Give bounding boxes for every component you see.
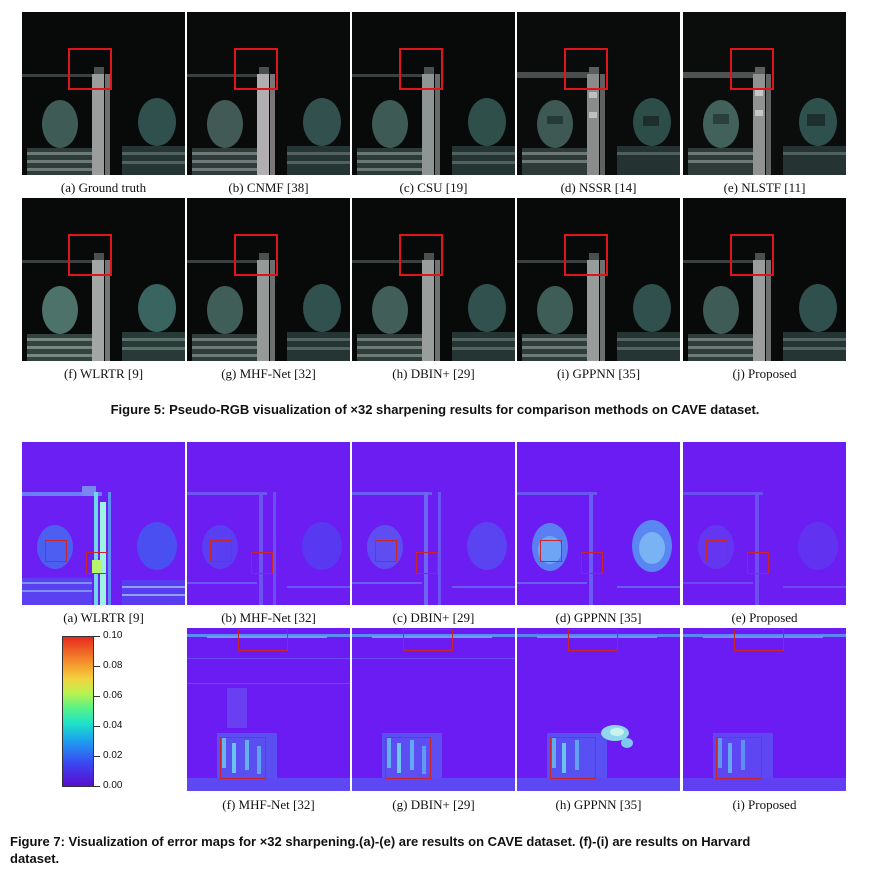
colorbar-label-0.04: 0.04	[103, 720, 123, 731]
fig7-zoom-box-c1	[375, 540, 397, 562]
fig5-zoom-box-d	[564, 48, 608, 90]
fig7-label-a: (a) WLRTR [9]	[63, 610, 144, 625]
fig5-label-d: (d) NSSR [14]	[560, 180, 637, 195]
fig5-image-j	[683, 198, 846, 361]
fig5-label-h: (h) DBIN+ [29]	[392, 366, 475, 381]
fig5-image-a	[22, 12, 185, 175]
colorbar-tick	[94, 786, 100, 787]
fig7-label-h: (h) GPPNN [35]	[555, 797, 642, 812]
colorbar-tick	[94, 636, 100, 637]
fig5-image-i	[517, 198, 680, 361]
colorbar-label-0.02: 0.02	[103, 750, 123, 761]
fig7-error-map-e	[683, 442, 846, 605]
fig7-zoom-box-d2	[581, 552, 603, 574]
fig5-zoom-box-b	[234, 48, 278, 90]
fig5-image-h	[352, 198, 515, 361]
fig7-zoom-box-i1	[734, 629, 784, 651]
colorbar-tick	[94, 726, 100, 727]
fig5-zoom-box-f	[68, 234, 112, 276]
fig7-zoom-box-h2	[550, 737, 596, 779]
fig5-label-i: (i) GPPNN [35]	[556, 366, 641, 381]
fig7-label-b: (b) MHF-Net [32]	[221, 610, 316, 625]
colorbar-tick	[94, 756, 100, 757]
fig7-label-g: (g) DBIN+ [29]	[392, 797, 475, 812]
fig7-zoom-box-f1	[238, 629, 288, 651]
fig7-label-d: (d) GPPNN [35]	[555, 610, 642, 625]
colorbar-label-0.00: 0.00	[103, 780, 123, 791]
fig7-zoom-box-h1	[568, 629, 618, 651]
fig7-error-map-i	[683, 628, 846, 791]
fig7-zoom-box-c2	[416, 552, 438, 574]
fig7-zoom-box-e2	[747, 552, 769, 574]
fig7-label-i: (i) Proposed	[732, 797, 797, 812]
fig5-zoom-box-e	[730, 48, 774, 90]
fig5-zoom-box-j	[730, 234, 774, 276]
fig5-image-d	[517, 12, 680, 175]
fig7-zoom-box-i2	[716, 737, 762, 779]
fig5-image-c	[352, 12, 515, 175]
fig7-zoom-box-b2	[251, 552, 273, 574]
fig5-label-g: (g) MHF-Net [32]	[221, 366, 316, 381]
fig7-zoom-box-a1	[45, 540, 67, 562]
fig5-image-g	[187, 198, 350, 361]
fig5-image-f	[22, 198, 185, 361]
fig7-zoom-box-e1	[706, 540, 728, 562]
fig7-zoom-box-a2	[86, 552, 108, 574]
fig5-label-f: (f) WLRTR [9]	[63, 366, 144, 381]
fig7-error-map-h	[517, 628, 680, 791]
fig5-image-b	[187, 12, 350, 175]
fig7-label-f: (f) MHF-Net [32]	[222, 797, 315, 812]
fig5-label-j: (j) Proposed	[732, 366, 797, 381]
fig7-label-c: (c) DBIN+ [29]	[392, 610, 475, 625]
figure5-caption: Figure 5: Pseudo-RGB visualization of ×3…	[110, 402, 760, 417]
fig7-zoom-box-g2	[385, 737, 431, 779]
fig7-zoom-box-d1	[540, 540, 562, 562]
figure7-caption-line1: Figure 7: Visualization of error maps fo…	[10, 834, 751, 849]
fig5-label-a: (a) Ground truth	[60, 180, 147, 195]
fig5-image-e	[683, 12, 846, 175]
colorbar-tick	[94, 666, 100, 667]
fig5-zoom-box-i	[564, 234, 608, 276]
fig5-zoom-box-h	[399, 234, 443, 276]
fig7-error-map-c	[352, 442, 515, 605]
fig5-zoom-box-c	[399, 48, 443, 90]
fig7-error-map-g	[352, 628, 515, 791]
colorbar-tick	[94, 696, 100, 697]
fig7-error-map-b	[187, 442, 350, 605]
fig7-zoom-box-b1	[210, 540, 232, 562]
fig5-zoom-box-g	[234, 234, 278, 276]
colorbar-label-0.08: 0.08	[103, 660, 123, 671]
fig5-label-b: (b) CNMF [38]	[228, 180, 309, 195]
figure7-caption-line2: dataset.	[10, 851, 60, 866]
fig7-label-e: (e) Proposed	[731, 610, 798, 625]
error-colorbar	[62, 636, 94, 787]
fig5-label-e: (e) NLSTF [11]	[723, 180, 806, 195]
fig5-zoom-box-a	[68, 48, 112, 90]
fig7-zoom-box-f2	[220, 737, 266, 779]
fig7-error-map-d	[517, 442, 680, 605]
fig7-error-map-a	[22, 442, 185, 605]
colorbar-label-0.06: 0.06	[103, 690, 123, 701]
colorbar-label-0.10: 0.10	[103, 630, 123, 641]
fig5-label-c: (c) CSU [19]	[399, 180, 468, 195]
fig7-zoom-box-g1	[403, 629, 453, 651]
fig7-error-map-f	[187, 628, 350, 791]
figure7-caption: Figure 7: Visualization of error maps fo…	[10, 833, 860, 867]
